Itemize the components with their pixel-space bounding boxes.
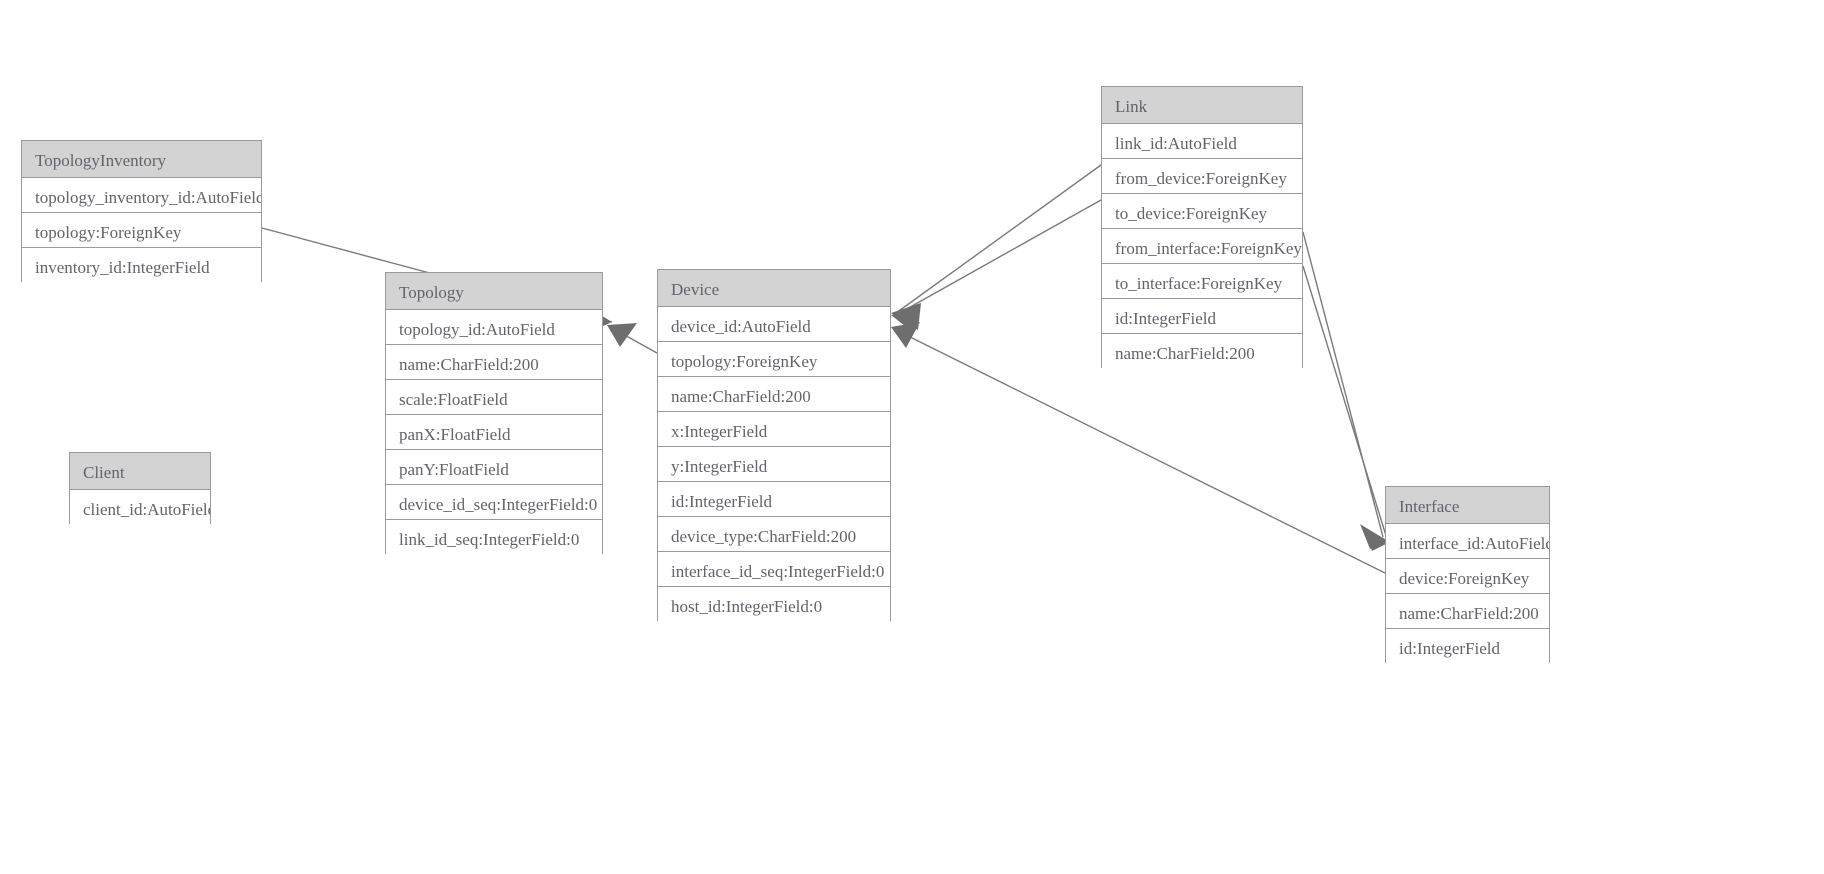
entity-title-device: Device <box>658 270 890 307</box>
relationship-line-link-to_interface <box>1302 265 1388 540</box>
field-row[interactable]: topology:ForeignKey <box>22 213 261 248</box>
field-row[interactable]: y:IntegerField <box>658 447 890 482</box>
field-row[interactable]: panX:FloatField <box>386 415 602 450</box>
relationship-line-link-to_device <box>895 199 1102 316</box>
field-row[interactable]: id:IntegerField <box>1386 629 1549 664</box>
field-row[interactable]: name:CharField:200 <box>658 377 890 412</box>
field-row[interactable]: topology:ForeignKey <box>658 342 890 377</box>
entity-title-link: Link <box>1102 87 1302 124</box>
field-row[interactable]: name:CharField:200 <box>1386 594 1549 629</box>
field-row[interactable]: id:IntegerField <box>1102 299 1302 334</box>
field-row[interactable]: panY:FloatField <box>386 450 602 485</box>
field-row[interactable]: link_id:AutoField <box>1102 124 1302 159</box>
field-row[interactable]: name:CharField:200 <box>386 345 602 380</box>
field-row[interactable]: host_id:IntegerField:0 <box>658 587 890 622</box>
field-row[interactable]: link_id_seq:IntegerField:0 <box>386 520 602 555</box>
entity-title-topologyinventory: TopologyInventory <box>22 141 261 178</box>
field-row[interactable]: interface_id:AutoField <box>1386 524 1549 559</box>
field-row[interactable]: device:ForeignKey <box>1386 559 1549 594</box>
field-row[interactable]: from_device:ForeignKey <box>1102 159 1302 194</box>
relationship-arrowhead-device-topology <box>607 323 637 347</box>
relationship-arrowhead-link-from_device <box>891 303 921 330</box>
field-row[interactable]: name:CharField:200 <box>1102 334 1302 369</box>
relationship-arrowhead-link-from_interface <box>1360 524 1386 549</box>
field-row[interactable]: to_device:ForeignKey <box>1102 194 1302 229</box>
relationship-line-link-from_device <box>895 164 1102 314</box>
field-row[interactable]: inventory_id:IntegerField <box>22 248 261 283</box>
field-row[interactable]: to_interface:ForeignKey <box>1102 264 1302 299</box>
field-row[interactable]: from_interface:ForeignKey <box>1102 229 1302 264</box>
field-row[interactable]: device_id_seq:IntegerField:0 <box>386 485 602 520</box>
field-row[interactable]: scale:FloatField <box>386 380 602 415</box>
field-row[interactable]: x:IntegerField <box>658 412 890 447</box>
field-row[interactable]: topology_inventory_id:AutoField <box>22 178 261 213</box>
relationship-line-device-topology <box>611 327 658 354</box>
field-row[interactable]: id:IntegerField <box>658 482 890 517</box>
relationship-line-link-from_interface <box>1302 231 1384 538</box>
field-row[interactable]: topology_id:AutoField <box>386 310 602 345</box>
entity-fields-client: client_id:AutoField <box>70 490 210 525</box>
entity-title-client: Client <box>70 453 210 490</box>
field-row[interactable]: device_type:CharField:200 <box>658 517 890 552</box>
field-row[interactable]: device_id:AutoField <box>658 307 890 342</box>
field-row[interactable]: client_id:AutoField <box>70 490 210 525</box>
field-row[interactable]: interface_id_seq:IntegerField:0 <box>658 552 890 587</box>
relationship-arrowhead-link-to_device <box>891 308 920 333</box>
relationship-arrowhead-interface-device <box>891 322 920 348</box>
entity-title-interface: Interface <box>1386 487 1549 524</box>
entity-title-topology: Topology <box>386 273 602 310</box>
